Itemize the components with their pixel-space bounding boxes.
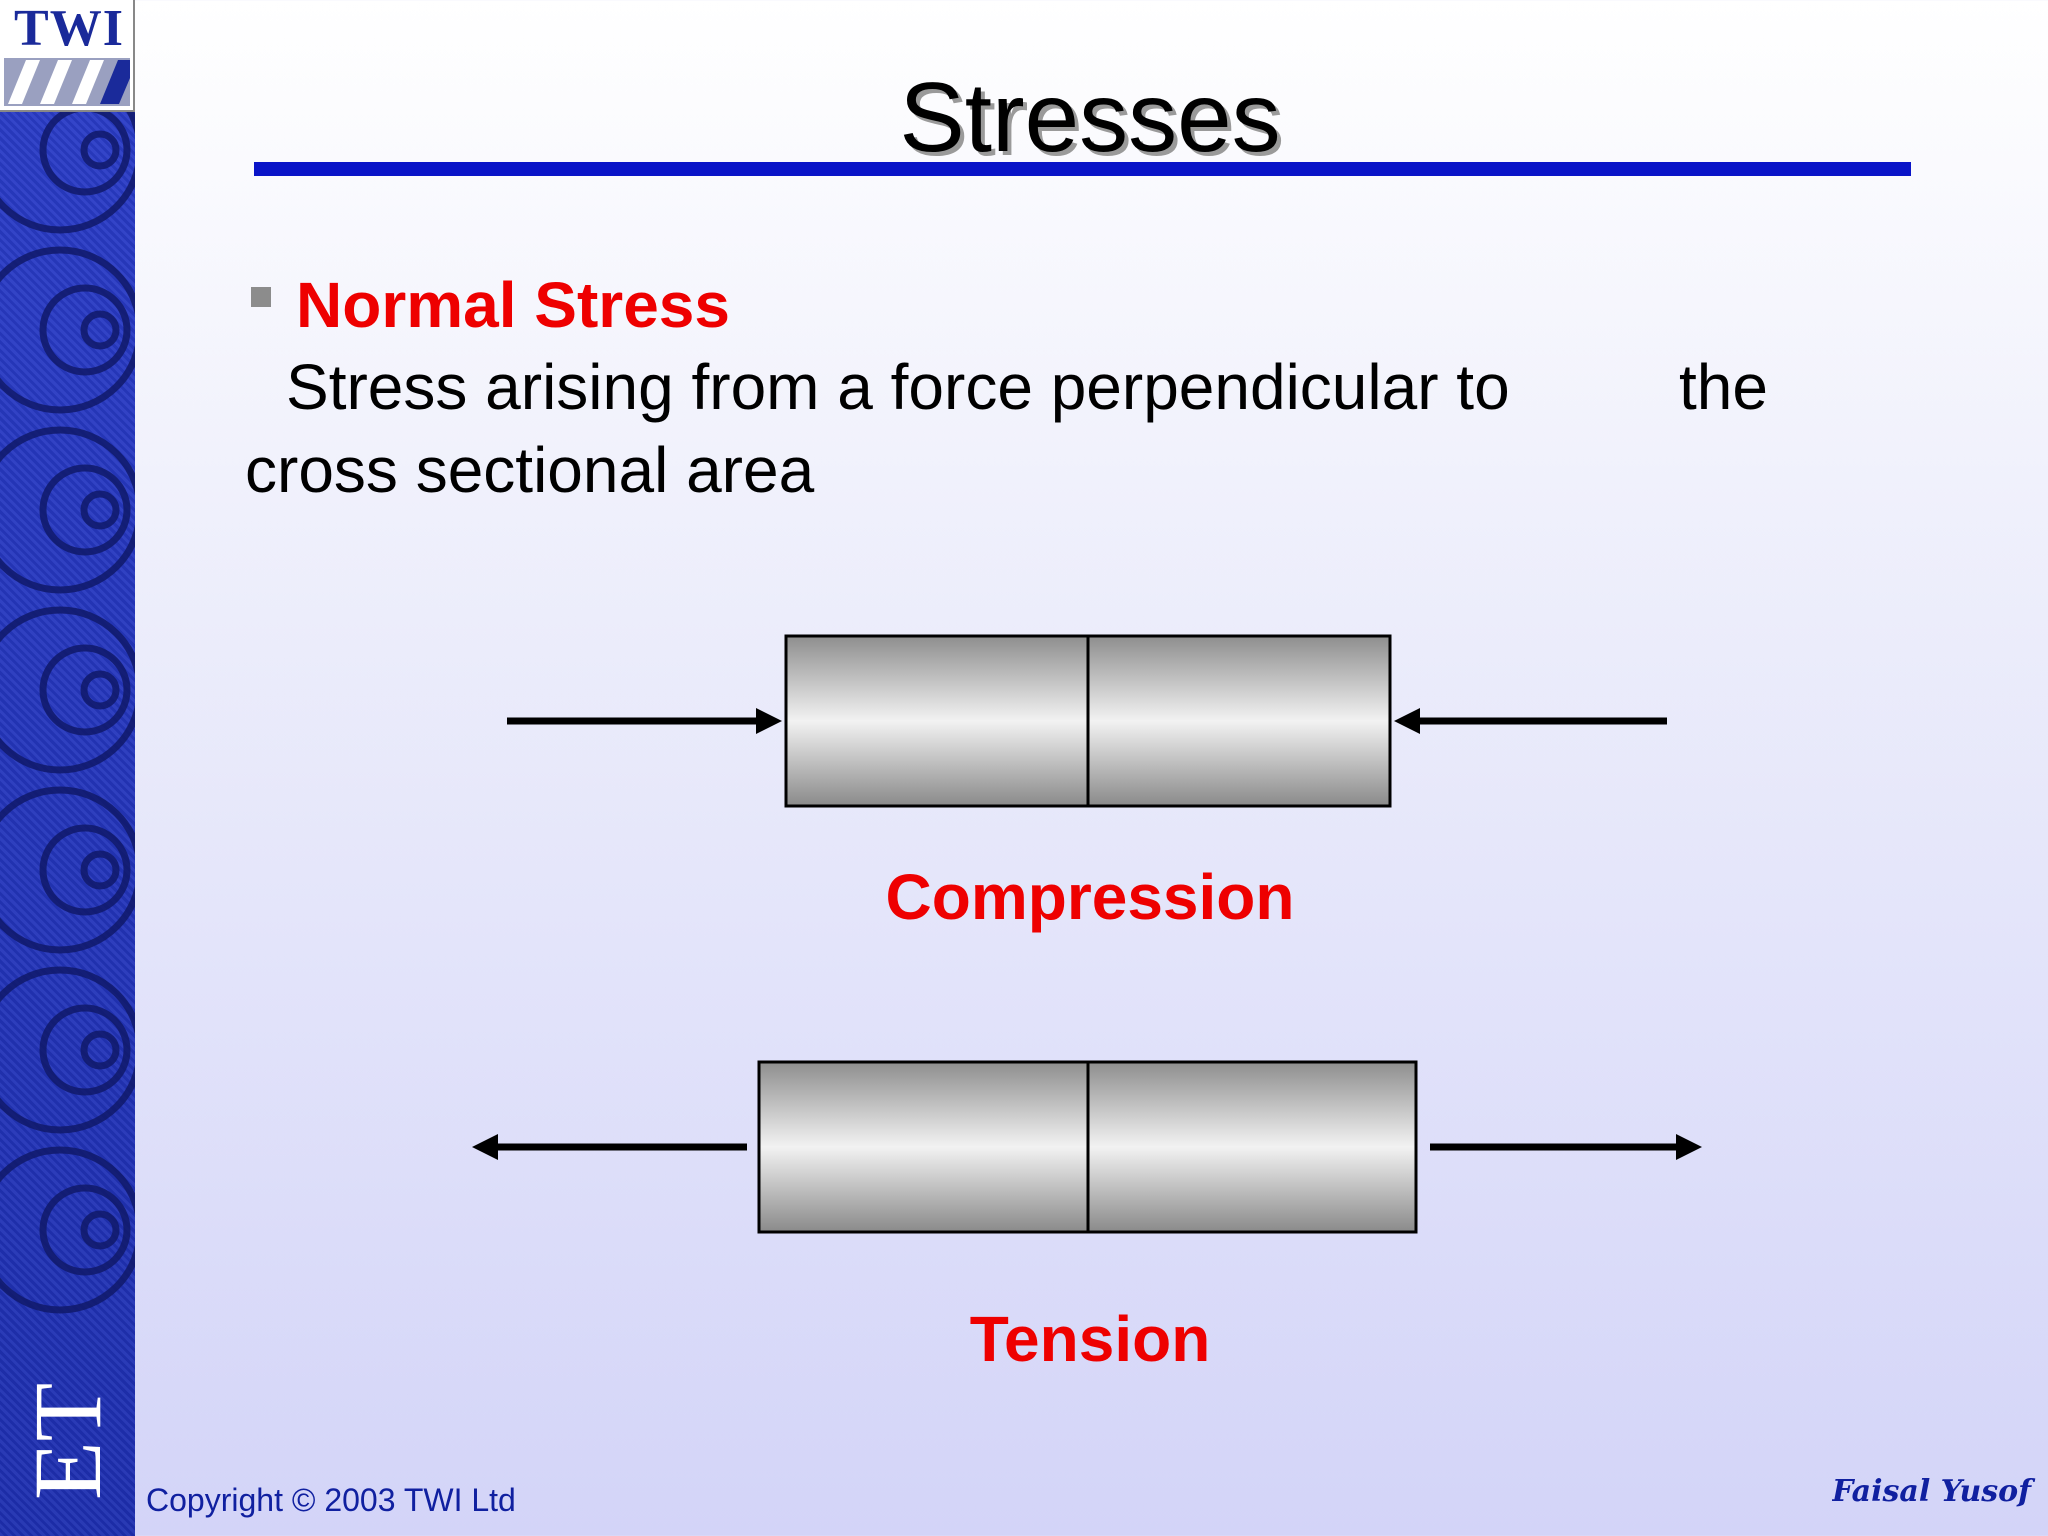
author-signature: Faisal Yusof [1832, 1474, 2032, 1509]
tension-bar [757, 1060, 1418, 1234]
bullet-square-icon [251, 287, 271, 307]
arrow-right-icon [507, 708, 782, 734]
compression-bar [784, 634, 1392, 808]
twi-logo-icon: TWI [0, 0, 135, 112]
logo-stripes [4, 58, 130, 106]
section-heading: Normal Stress [296, 269, 730, 341]
swirl-pattern [0, 66, 135, 1314]
definition-line-1: Stress arising from a force perpendicula… [286, 351, 1510, 423]
logo-text: TWI [14, 0, 124, 57]
sidebar-band: ET [0, 0, 135, 1536]
arrow-left-icon [1394, 708, 1667, 734]
title-rule [254, 162, 1911, 176]
compression-label: Compression [885, 861, 1295, 933]
definition-line-1-end: the [1679, 351, 1768, 423]
arrow-right-icon [1430, 1134, 1702, 1160]
arrow-left-icon [472, 1134, 747, 1160]
copyright-notice: Copyright © 2003 TWI Ltd [146, 1482, 516, 1518]
tension-label: Tension [969, 1303, 1211, 1375]
definition-line-2: cross sectional area [245, 434, 815, 506]
slide-title: Stresses [899, 62, 1281, 172]
